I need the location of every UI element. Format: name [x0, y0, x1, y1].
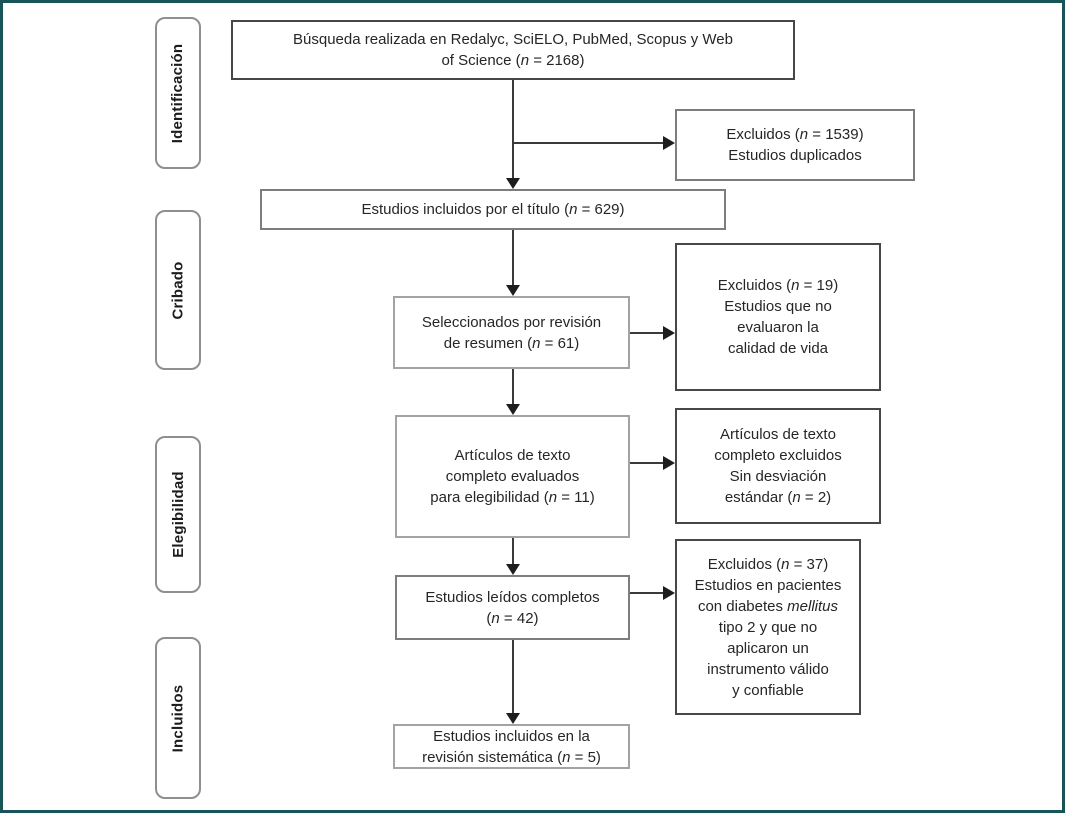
arrowhead-down-abstract-icon — [506, 285, 520, 296]
connector-to-excluded-duplicates — [513, 142, 665, 144]
arrowhead-right-excluded-duplicates-icon — [663, 136, 675, 150]
box-included-by-title-text: Estudios incluidos por el título (n = 62… — [361, 201, 625, 218]
stage-pill-eligibility: Elegibilidad — [155, 436, 201, 593]
connector-to-excluded-instrument — [630, 592, 665, 594]
connector-fulltext-to-complete — [512, 538, 514, 564]
stage-pill-included: Incluidos — [155, 637, 201, 799]
stage-label-included: Incluidos — [169, 684, 187, 752]
stage-pill-screening: Cribado — [155, 210, 201, 370]
arrowhead-down-title-icon — [506, 178, 520, 189]
connector-to-excluded-quality — [630, 332, 665, 334]
stage-label-screening: Cribado — [169, 260, 187, 320]
arrowhead-down-complete-icon — [506, 564, 520, 575]
stage-label-eligibility: Elegibilidad — [169, 471, 187, 558]
arrowhead-down-included-icon — [506, 713, 520, 724]
stage-label-identification: Identificación — [169, 43, 187, 143]
box-studies-read-complete-text: Estudios leídos completos(n = 42) — [425, 588, 600, 627]
connector-search-to-title — [512, 80, 514, 178]
stage-pill-identification: Identificación — [155, 17, 201, 169]
arrowhead-right-excluded-stddev-icon — [663, 456, 675, 470]
connector-title-to-abstract — [512, 230, 514, 285]
arrowhead-right-excluded-instrument-icon — [663, 586, 675, 600]
arrowhead-right-excluded-quality-icon — [663, 326, 675, 340]
box-search-databases: Búsqueda realizada en Redalyc, SciELO, P… — [231, 20, 795, 80]
box-studies-read-complete: Estudios leídos completos(n = 42) — [395, 575, 630, 640]
box-excluded-duplicates-text: Excluidos (n = 1539)Estudios duplicados — [726, 126, 864, 164]
box-excluded-duplicates: Excluidos (n = 1539)Estudios duplicados — [675, 109, 915, 181]
connector-abstract-to-fulltext — [512, 369, 514, 404]
box-search-databases-text: Búsqueda realizada en Redalyc, SciELO, P… — [293, 31, 733, 69]
connector-to-excluded-stddev — [630, 462, 665, 464]
box-included-by-title: Estudios incluidos por el título (n = 62… — [260, 189, 726, 230]
connector-complete-to-included — [512, 640, 514, 713]
arrowhead-down-fulltext-icon — [506, 404, 520, 415]
